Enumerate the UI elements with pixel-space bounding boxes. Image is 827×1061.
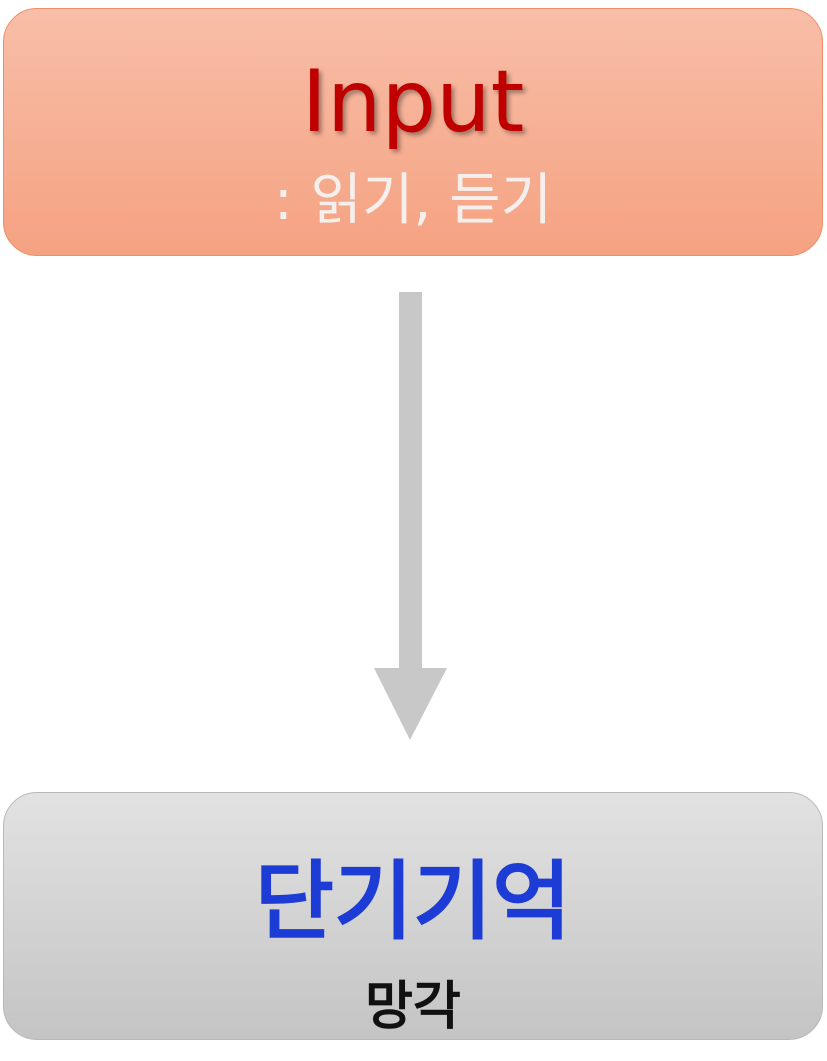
short-term-memory-box: 단기기억 망각	[3, 792, 823, 1040]
forgetting-label: 망각	[365, 977, 461, 1037]
short-term-memory-title: 단기기억	[254, 852, 572, 952]
input-box: Input : 읽기, 듣기	[3, 8, 823, 256]
input-subtitle: : 읽기, 듣기	[273, 168, 553, 233]
input-title: Input	[301, 52, 525, 152]
